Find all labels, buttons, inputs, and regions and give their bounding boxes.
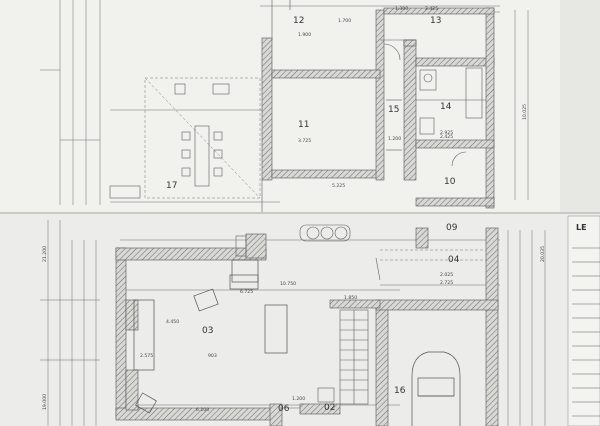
lower-floor [115,224,499,426]
svg-text:1.200: 1.200 [388,136,401,142]
legend-heading: LE [576,223,587,232]
svg-text:2.725: 2.725 [440,280,453,286]
room-09-label: 09 [446,223,458,233]
room-16-label: 16 [394,386,406,396]
svg-text:903: 903 [208,353,217,359]
svg-text:10.025: 10.025 [522,104,528,120]
car [411,351,461,426]
svg-text:5.225: 5.225 [332,183,345,189]
upper-floor [109,0,495,212]
svg-text:6.725: 6.725 [240,289,253,295]
upper-sheet [0,0,560,212]
svg-text:2.425: 2.425 [440,134,453,140]
room-04-label: 04 [448,255,460,265]
room-14-label: 14 [440,102,452,112]
room-13-label: 13 [430,16,441,26]
svg-text:19.000: 19.000 [42,394,48,410]
svg-text:1.700: 1.700 [338,18,351,24]
lower-sheet [0,214,600,426]
left-dimension-lines [40,0,101,426]
svg-text:3.725: 3.725 [298,138,311,144]
svg-text:4.450: 4.450 [166,319,179,325]
armchair [193,288,219,312]
svg-text:20.035: 20.035 [540,246,546,262]
right-dimension-lines [507,10,546,426]
svg-text:10.750: 10.750 [280,281,296,287]
room-15-label: 15 [388,105,399,115]
room-12-label: 12 [293,16,304,26]
svg-text:2.925: 2.925 [440,130,453,136]
room-06-label: 06 [278,404,290,414]
svg-text:21.200: 21.200 [42,246,48,262]
room-02-label: 02 [324,403,335,413]
svg-text:6.100: 6.100 [196,407,209,413]
dimension-texts: 1.900 1.700 1.300 2.425 3.725 1.200 2.42… [42,6,546,413]
svg-text:2.025: 2.025 [440,272,453,278]
dining-table [194,125,210,187]
svg-text:2.575: 2.575 [140,353,153,359]
top-dimension-lines [110,5,500,406]
staircase [339,309,369,405]
room-03-label: 03 [202,326,213,336]
room-10-label: 10 [444,177,456,187]
svg-text:2.425: 2.425 [425,6,438,12]
sofa-left [133,299,155,371]
room-17-label: 17 [166,181,177,191]
svg-text:1.900: 1.900 [298,32,311,38]
svg-text:1.200: 1.200 [292,396,305,402]
sofa-right [264,304,288,354]
legend-table: LE [567,215,600,426]
room-11-label: 11 [298,120,309,130]
svg-text:1.850: 1.850 [344,295,357,301]
svg-text:1.300: 1.300 [395,6,408,12]
